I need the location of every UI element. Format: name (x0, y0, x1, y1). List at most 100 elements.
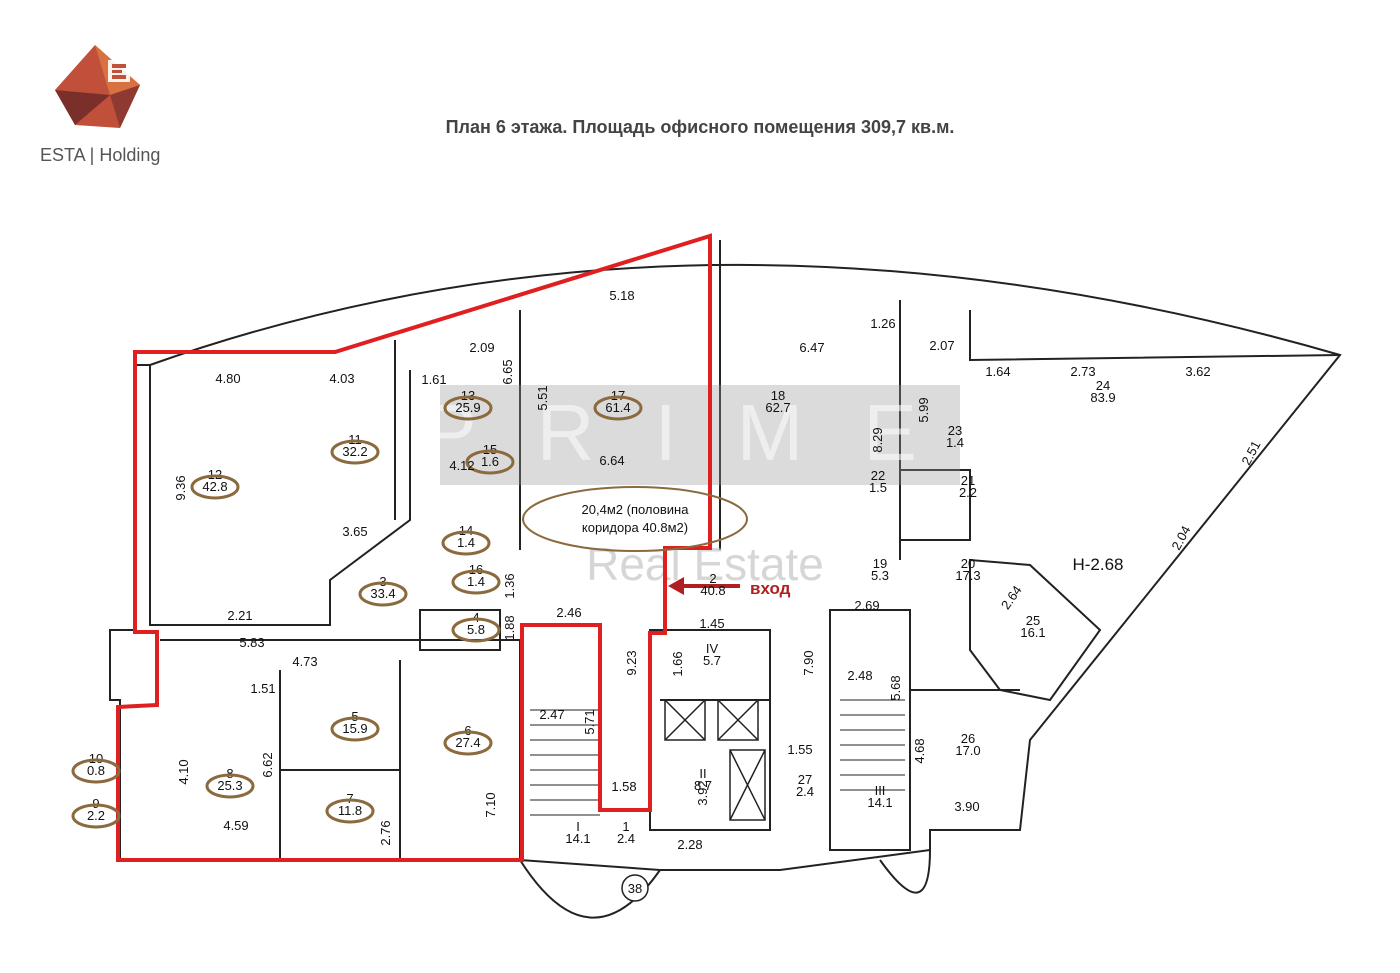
area-highlight (441, 530, 491, 556)
room-area: 32.2 (342, 444, 367, 459)
dimension-label: 2.47 (539, 707, 564, 722)
dimension-label: 2.73 (1070, 364, 1095, 379)
room-8: 825.3 (205, 766, 255, 799)
room-area: 25.3 (217, 778, 242, 793)
room-area: 14.1 (867, 795, 892, 810)
esta-logo-icon (55, 45, 140, 128)
room-area: 27.4 (455, 735, 480, 750)
room-number: I (576, 819, 580, 834)
corridor-note-ellipse (522, 486, 748, 552)
dimension-label: 1.64 (985, 364, 1010, 379)
room-number: 27 (798, 772, 812, 787)
room-19: 195.3 (871, 556, 889, 583)
room-4: 45.8 (451, 610, 501, 643)
room-area: 25.9 (455, 400, 480, 415)
dimension-label: 5.18 (609, 288, 634, 303)
dimension-label: 4.10 (176, 759, 191, 784)
room-9: 92.2 (71, 796, 121, 829)
dimension-label: 3.92 (695, 780, 710, 805)
dimension-label: 4.80 (215, 371, 240, 386)
dimension-label: 2.64 (998, 583, 1025, 612)
room-area: 1.5 (869, 480, 887, 495)
room-area: 0.8 (87, 763, 105, 778)
area-highlight (593, 395, 643, 421)
room-area: 2.4 (796, 784, 814, 799)
room-number: 20 (961, 556, 975, 571)
stairs (530, 699, 905, 816)
room-II: II8.7 (694, 766, 712, 793)
page-title: План 6 этажа. Площадь офисного помещения… (445, 117, 955, 137)
dimension-label: 1.45 (699, 616, 724, 631)
dimension-label: 1.36 (502, 573, 517, 598)
room-number: II (699, 766, 706, 781)
elevator-shafts (664, 699, 766, 821)
entrance-label: вход (750, 579, 791, 598)
room-area: 8.7 (694, 778, 712, 793)
rooms: 1242.81132.2333.41325.91761.41862.7151.6… (71, 378, 1116, 846)
dimension-label: 5.68 (888, 675, 903, 700)
dimension-label: 6.65 (500, 359, 515, 384)
dimension-label: 4.59 (223, 818, 248, 833)
room-2: 240.8 (700, 571, 725, 598)
area-highlight (325, 798, 375, 824)
entrance-arrow-icon (668, 577, 740, 595)
dimension-label: 2.76 (378, 820, 393, 845)
area-highlight (71, 758, 121, 784)
room-area: 2.2 (959, 485, 977, 500)
dimension-label: 7.90 (801, 650, 816, 675)
room-number: 19 (873, 556, 887, 571)
room-15: 151.6 (465, 442, 515, 475)
room-number: 18 (771, 388, 785, 403)
area-highlight (330, 439, 380, 465)
room-10: 100.8 (71, 751, 121, 784)
area-highlight (358, 581, 408, 607)
dimension-label: 1.51 (250, 681, 275, 696)
room-22: 221.5 (869, 468, 887, 495)
room-23: 231.4 (946, 423, 964, 450)
axis-label: 38 (628, 881, 642, 896)
dimension-label: 1.66 (670, 651, 685, 676)
room-14: 141.4 (441, 523, 491, 556)
room-area: 42.8 (202, 479, 227, 494)
room-number: 22 (871, 468, 885, 483)
dimension-label: 8.29 (870, 427, 885, 452)
room-area: 16.1 (1020, 625, 1045, 640)
room-area: 2.2 (87, 808, 105, 823)
room-area: 14.1 (565, 831, 590, 846)
corridor-note-line1: 20,4м2 (половина (582, 502, 690, 517)
dimension-label: 5.83 (239, 635, 264, 650)
room-area: 5.8 (467, 622, 485, 637)
room-area: 5.3 (871, 568, 889, 583)
height-label: Н-2.68 (1072, 555, 1123, 574)
room-27: 272.4 (796, 772, 814, 799)
dimension-label: 2.69 (854, 598, 879, 613)
area-highlight (71, 803, 121, 829)
area-highlight (451, 617, 501, 643)
dimension-label: 4.68 (912, 738, 927, 763)
room-number: 2 (709, 571, 716, 586)
room-area: 83.9 (1090, 390, 1115, 405)
area-highlight (465, 449, 515, 475)
room-area: 5.7 (703, 653, 721, 668)
room-area: 62.7 (765, 400, 790, 415)
room-1: 12.4 (617, 819, 635, 846)
brand-name: ESTA | Holding (40, 145, 161, 165)
area-highlight (443, 730, 493, 756)
room-21: 212.2 (959, 473, 977, 500)
room-area: 1.4 (467, 574, 485, 589)
dimension-label: 5.51 (535, 385, 550, 410)
dimension-label: 5.99 (916, 397, 931, 422)
room-16: 161.4 (451, 562, 501, 595)
dimension-label: 4.03 (329, 371, 354, 386)
corridor-note-line2: коридора 40.8м2) (582, 520, 688, 535)
watermark-band (440, 385, 960, 485)
room-area: 1.4 (457, 535, 475, 550)
room-IV: IV5.7 (703, 641, 721, 668)
room-area: 40.8 (700, 583, 725, 598)
room-6: 627.4 (443, 723, 493, 756)
